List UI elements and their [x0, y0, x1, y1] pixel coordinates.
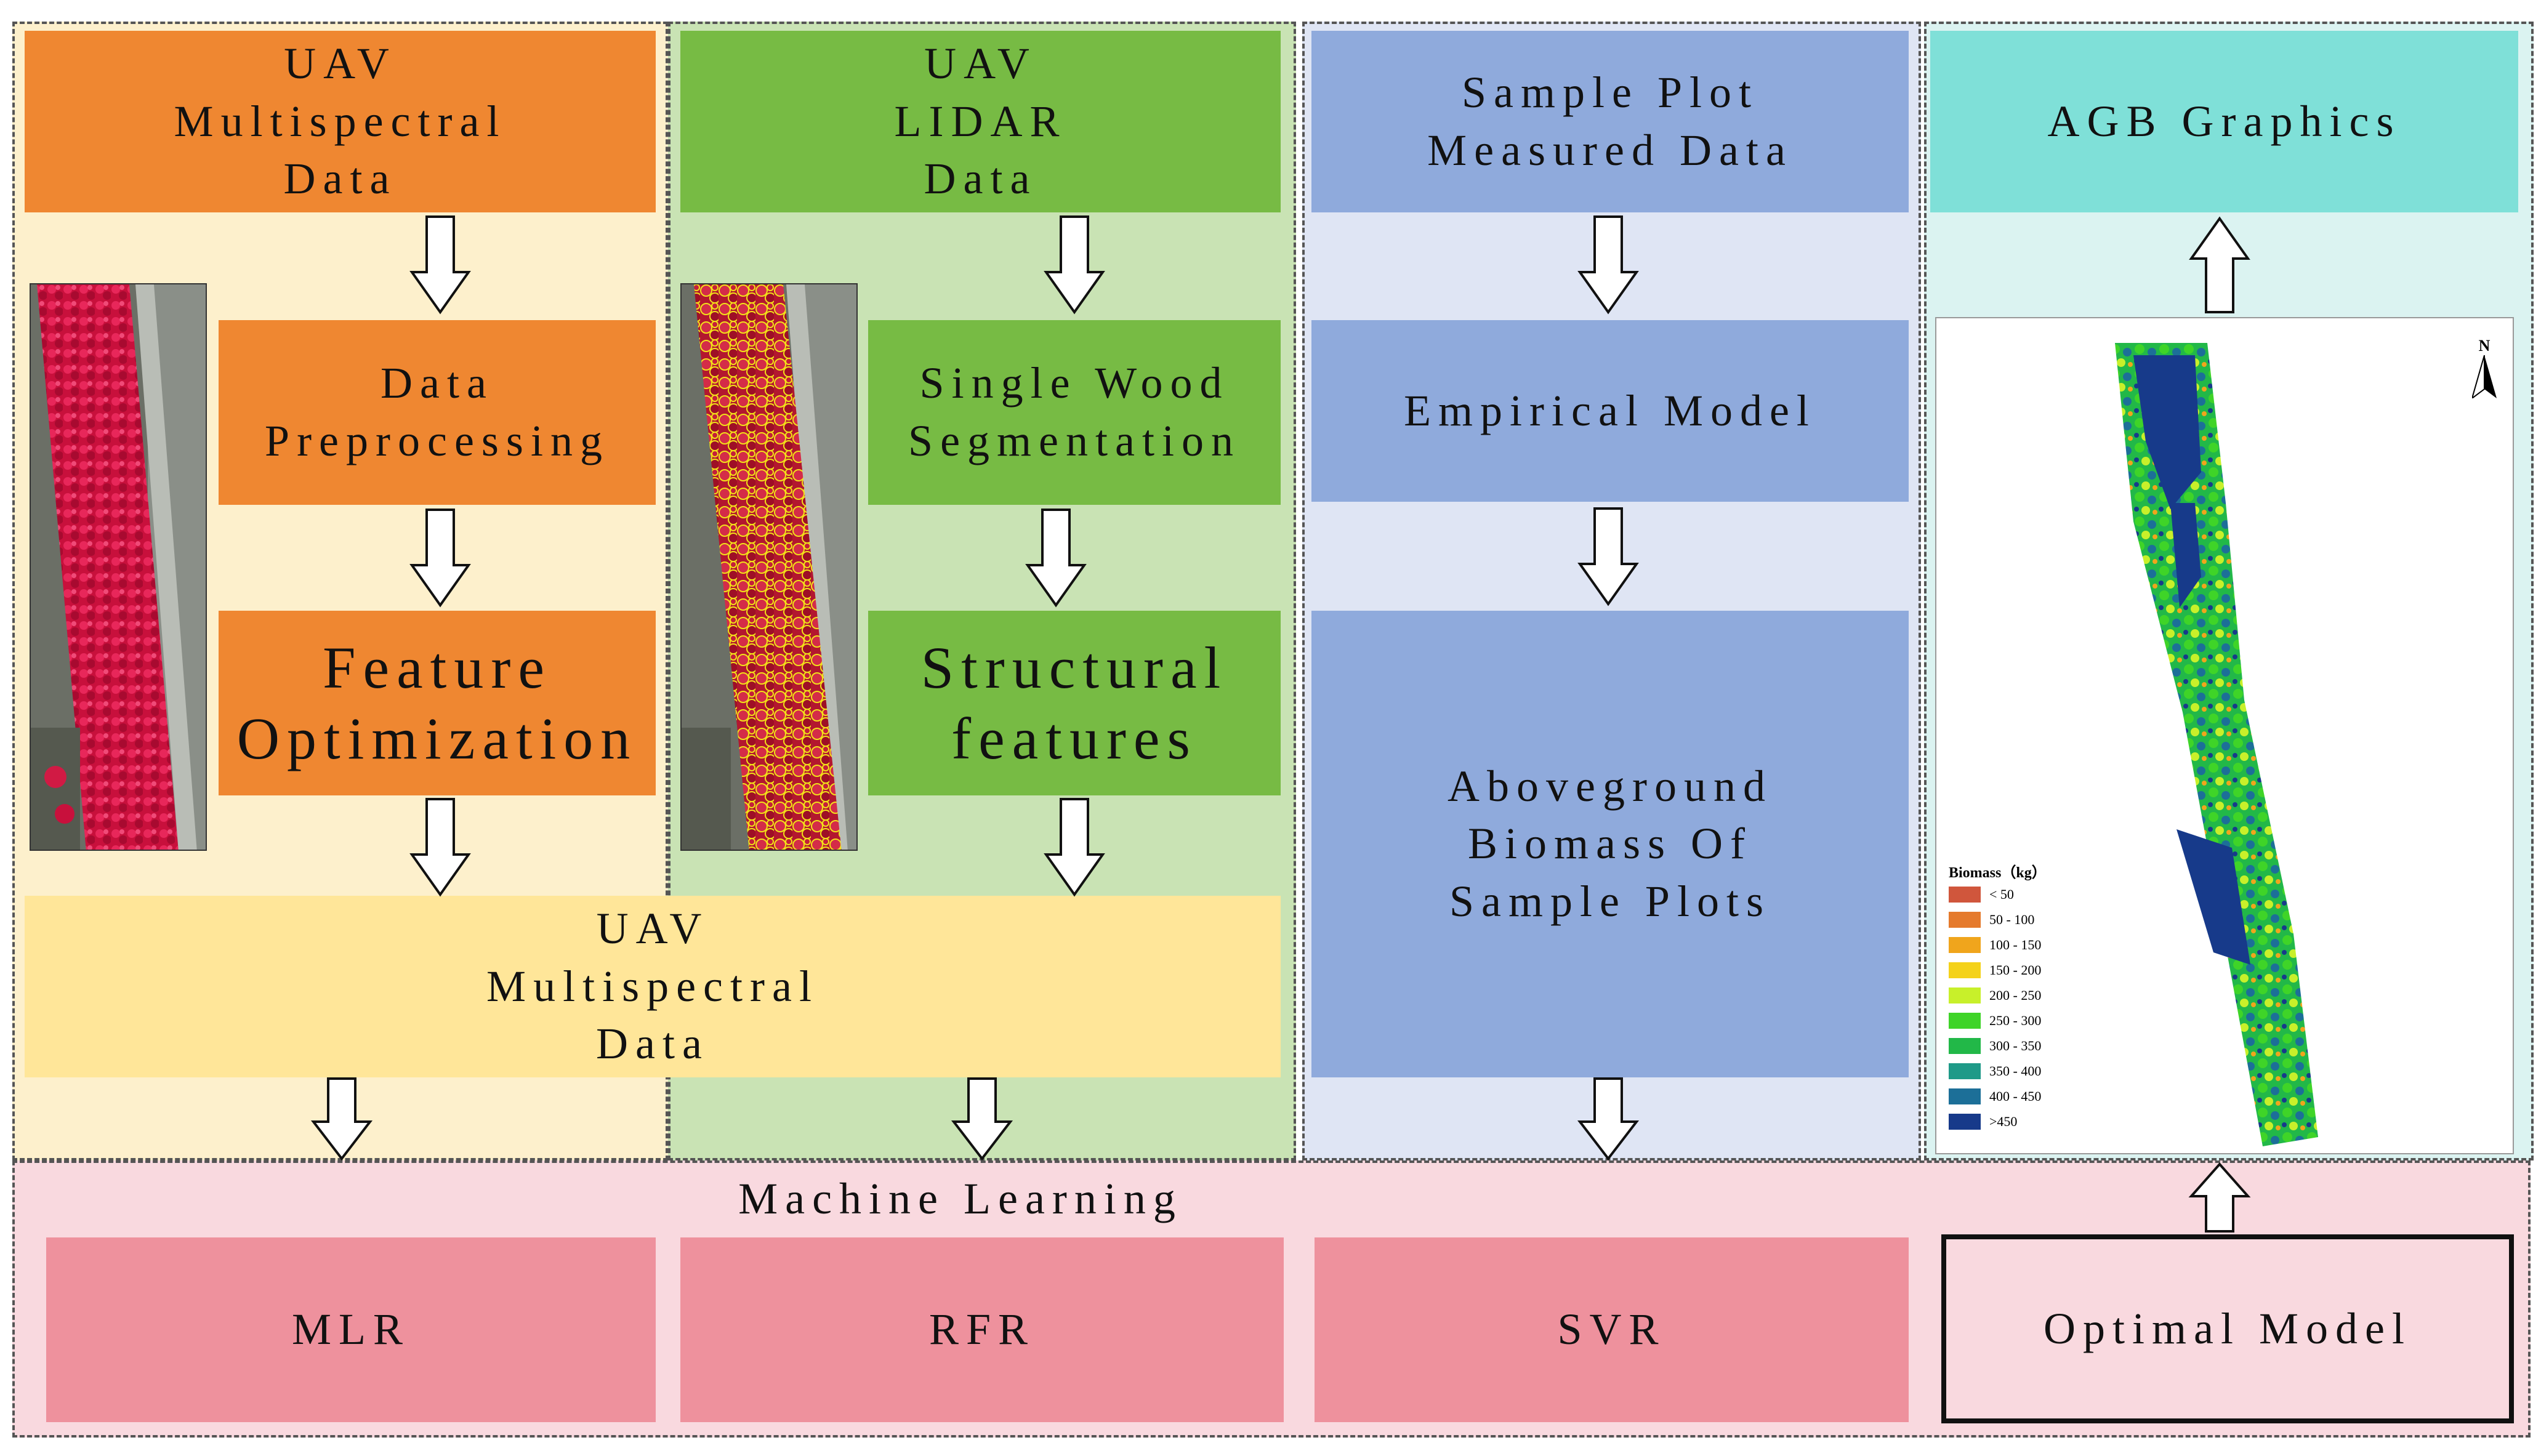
legend-swatch	[1949, 987, 1981, 1004]
biomass-legend: Biomass（kg） < 50 50 - 100 100 - 150 150 - 2…	[1949, 860, 2133, 1134]
structural-features-box: Structural features	[868, 611, 1281, 795]
agb-map-panel: N Biomass（kg） < 50 50 - 100 100 - 150 150 -…	[1935, 317, 2514, 1154]
machine-learning-title: Machine Learning	[738, 1173, 1183, 1223]
aboveground-biomass-box: Aboveground Biomass Of Sample Plots	[1311, 611, 1909, 1077]
legend-label: 50 - 100	[1989, 911, 2035, 927]
merged-uav-multispectral-data-box: UAV Multispectral Data	[25, 896, 1281, 1077]
legend-swatch	[1949, 911, 1981, 928]
arrow-up-icon	[2188, 1162, 2251, 1233]
lidar-segmentation-image	[680, 283, 858, 851]
arrow-down-icon	[409, 215, 471, 315]
legend-label: 250 - 300	[1989, 1012, 2042, 1028]
arrow-up-icon	[2189, 216, 2250, 313]
uav-multispectral-data-box: UAV Multispectral Data	[25, 31, 656, 212]
legend-label: 350 - 400	[1989, 1063, 2042, 1079]
legend-swatch	[1949, 886, 1981, 903]
legend-swatch	[1949, 1037, 1981, 1054]
legend-label: 300 - 350	[1989, 1037, 2042, 1053]
arrow-down-icon	[1577, 1077, 1640, 1161]
arrow-down-icon	[310, 1077, 373, 1161]
agb-graphics-box: AGB Graphics	[1930, 31, 2518, 212]
single-wood-segmentation-box: Single Wood Segmentation	[868, 320, 1281, 505]
feature-optimization-box: Feature Optimization	[219, 611, 656, 795]
arrow-down-icon	[409, 509, 471, 608]
arrow-down-icon	[1044, 215, 1105, 315]
north-arrow-icon: N	[2471, 337, 2497, 400]
legend-swatch	[1949, 962, 1981, 978]
legend-swatch	[1949, 1088, 1981, 1104]
arrow-down-icon	[1025, 509, 1087, 608]
legend-item: 50 - 100	[1949, 907, 2133, 932]
legend-item: 150 - 200	[1949, 957, 2133, 983]
arrow-down-icon	[1577, 215, 1639, 315]
rfr-box: RFR	[680, 1237, 1284, 1422]
legend-label: >450	[1989, 1113, 2018, 1129]
multispectral-image	[30, 283, 207, 851]
legend-swatch	[1949, 936, 1981, 953]
legend-label: 150 - 200	[1989, 962, 2042, 978]
legend-swatch	[1949, 1113, 1981, 1130]
legend-item: 250 - 300	[1949, 1008, 2133, 1033]
legend-label: 100 - 150	[1989, 936, 2042, 952]
sample-plot-measured-data-box: Sample Plot Measured Data	[1311, 31, 1909, 212]
mlr-box: MLR	[46, 1237, 656, 1422]
legend-label: 400 - 450	[1989, 1088, 2042, 1104]
data-preprocessing-box: Data Preprocessing	[219, 320, 656, 505]
legend-item: 350 - 400	[1949, 1058, 2133, 1084]
legend-item: 200 - 250	[1949, 983, 2133, 1008]
legend-item: >450	[1949, 1109, 2133, 1134]
empirical-model-box: Empirical Model	[1311, 320, 1909, 502]
svr-box: SVR	[1315, 1237, 1909, 1422]
arrow-down-icon	[1044, 798, 1105, 897]
legend-item: 100 - 150	[1949, 932, 2133, 957]
arrow-down-icon	[951, 1077, 1013, 1161]
legend-label: 200 - 250	[1989, 987, 2042, 1003]
legend-label: < 50	[1989, 886, 2014, 902]
legend-swatch	[1949, 1063, 1981, 1079]
arrow-down-icon	[1577, 507, 1639, 606]
legend-title: Biomass（kg）	[1949, 865, 2047, 881]
legend-item: 300 - 350	[1949, 1033, 2133, 1058]
legend-item: < 50	[1949, 882, 2133, 907]
legend-swatch	[1949, 1012, 1981, 1029]
arrow-down-icon	[409, 798, 471, 897]
uav-lidar-data-box: UAV LIDAR Data	[680, 31, 1281, 212]
optimal-model-box: Optimal Model	[1941, 1234, 2514, 1423]
legend-item: 400 - 450	[1949, 1084, 2133, 1109]
